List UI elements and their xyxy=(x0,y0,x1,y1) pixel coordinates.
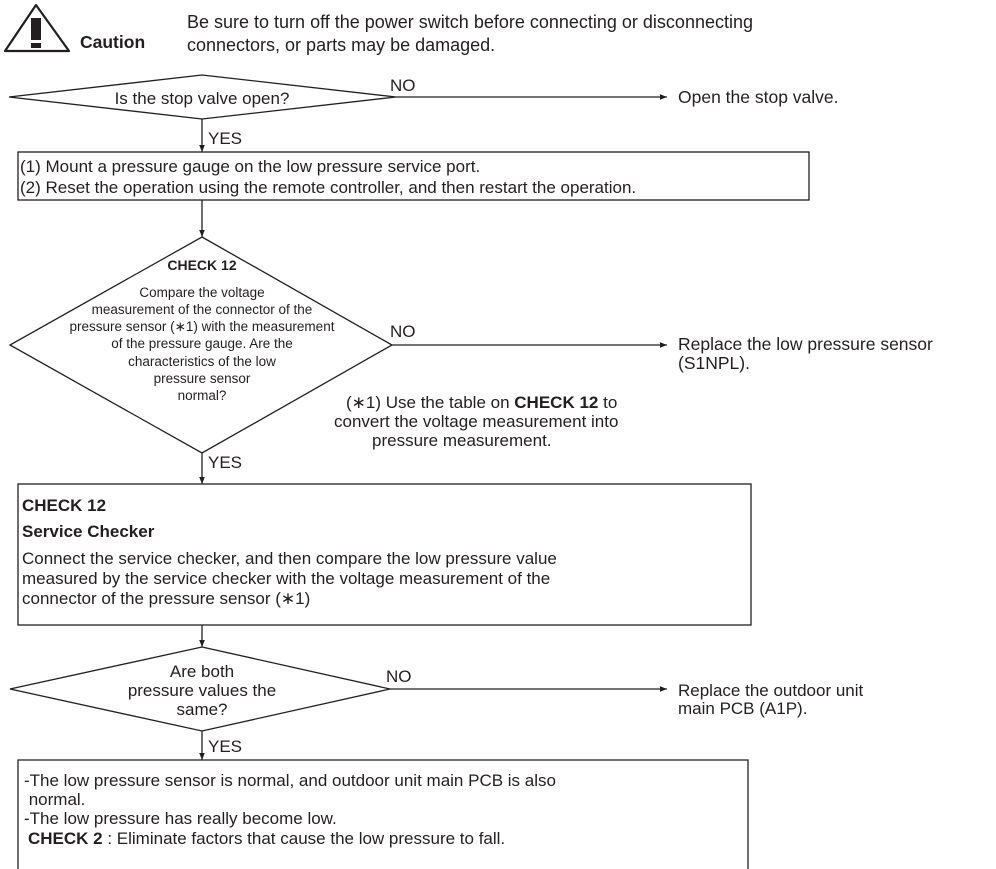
service-checker-box xyxy=(17,483,752,626)
check12-no-label: NO xyxy=(390,322,416,341)
pressure-same-line2: pressure values the xyxy=(127,681,277,700)
check12-note-suffix: to xyxy=(598,393,618,412)
caution-text-line2: connectors, or parts may be damaged. xyxy=(187,35,496,55)
check12-diamond-line3: pressure sensor (∗1) with the measuremen… xyxy=(69,319,335,334)
check12-diamond-line2: measurement of the connector of the xyxy=(91,302,313,317)
pressure-same-line3: same? xyxy=(176,700,228,719)
check12-diamond-line1: Compare the voltage xyxy=(139,285,265,300)
stop-valve-question: Is the stop valve open? xyxy=(114,89,290,108)
result-line3: -The low pressure has really become low. xyxy=(24,809,337,828)
check12-note-line1: (∗1) Use the table on CHECK 12 to xyxy=(346,393,617,412)
stop-valve-no-label: NO xyxy=(390,76,416,95)
result-check2-text: : Eliminate factors that cause the low p… xyxy=(102,829,506,848)
caution-text-line1: Be sure to turn off the power switch bef… xyxy=(187,12,753,32)
check12-note-prefix: (∗1) Use the table on xyxy=(346,393,515,412)
service-checker-line1: Connect the service checker, and then co… xyxy=(22,549,557,568)
service-checker-subtitle: Service Checker xyxy=(22,522,155,541)
check12-diamond-line5: characteristics of the low xyxy=(128,354,276,369)
step1-line2: (2) Reset the operation using the remote… xyxy=(20,178,637,197)
check12-diamond-line7: normal? xyxy=(177,388,227,403)
check12-yes-label: YES xyxy=(208,453,243,472)
check12-no-action-line1: Replace the low pressure sensor xyxy=(678,334,933,354)
step1-line1: (1) Mount a pressure gauge on the low pr… xyxy=(20,157,481,176)
check12-note-line2: convert the voltage measurement into xyxy=(334,412,619,431)
warning-triangle-icon xyxy=(3,3,71,53)
step1-box xyxy=(17,151,810,201)
pressure-same-yes-label: YES xyxy=(208,737,243,756)
result-box xyxy=(17,759,749,869)
check12-no-action-line2: (S1NPL). xyxy=(678,353,750,373)
check12-diamond-title: CHECK 12 xyxy=(167,257,237,273)
pressure-same-no-action-line2: main PCB (A1P). xyxy=(678,699,808,718)
pressure-same-no-action-line1: Replace the outdoor unit xyxy=(678,681,864,700)
result-line1: -The low pressure sensor is normal, and … xyxy=(24,771,556,790)
caution-label: Caution xyxy=(80,32,146,52)
check12-diamond-line6: pressure sensor xyxy=(153,371,251,386)
check12-diamond-line4: of the pressure gauge. Are the xyxy=(111,336,293,351)
result-line2: normal. xyxy=(24,790,86,809)
service-checker-title: CHECK 12 xyxy=(22,496,107,515)
check12-note-bold: CHECK 12 xyxy=(514,393,599,412)
result-check2-line: CHECK 2 : Eliminate factors that cause t… xyxy=(28,829,505,848)
service-checker-line3: connector of the pressure sensor (∗1) xyxy=(22,589,311,608)
service-checker-line2: measured by the service checker with the… xyxy=(22,569,551,588)
stop-valve-yes-label: YES xyxy=(208,129,243,148)
check12-note-line3: pressure measurement. xyxy=(372,431,552,450)
pressure-same-no-label: NO xyxy=(386,667,412,686)
pressure-same-line1: Are both xyxy=(169,662,235,681)
stop-valve-no-action: Open the stop valve. xyxy=(678,87,839,107)
result-check2-bold: CHECK 2 xyxy=(28,829,103,848)
